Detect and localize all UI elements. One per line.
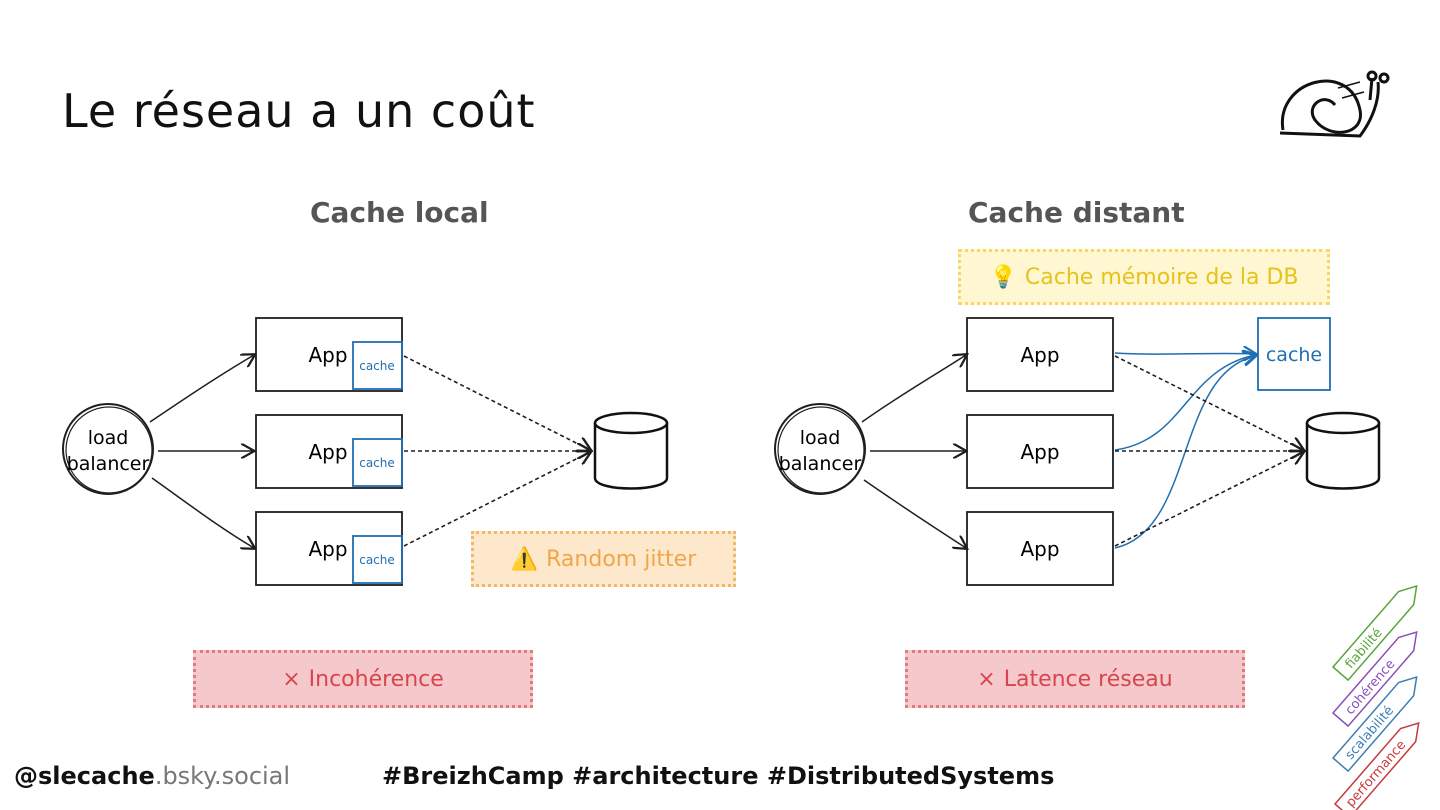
cache-label: cache	[359, 553, 395, 567]
local-lb-arrows	[149, 355, 254, 548]
cache-label: cache	[359, 359, 395, 373]
cross-icon: ×	[977, 666, 996, 692]
footer-social-handle: @slecache.bsky.social	[14, 762, 290, 790]
local-app-2: App cache	[255, 414, 403, 489]
app-label: App	[1020, 537, 1059, 561]
incoherence-problem-note: × Incohérence	[193, 650, 533, 708]
warning-icon: ⚠️	[510, 546, 539, 572]
app-label: App	[1020, 343, 1059, 367]
remote-cache-node: cache	[1257, 317, 1331, 391]
local-database-icon	[593, 411, 669, 490]
cross-icon: ×	[282, 666, 301, 692]
local-app-1: App cache	[255, 317, 403, 392]
remote-app-1: App	[966, 317, 1114, 392]
quality-tags: fiabilité cohérence scalabilité performa…	[1331, 584, 1420, 810]
remote-cache-label: cache	[1266, 344, 1322, 366]
incoherence-text: Incohérence	[308, 666, 444, 692]
remote-db-links	[1114, 355, 1303, 547]
lb-label-line2: balancer	[67, 453, 150, 475]
footer-hashtags: #BreizhCamp #architecture #DistributedSy…	[382, 762, 1055, 790]
remote-app-3: App	[966, 511, 1114, 586]
remote-database-icon	[1305, 411, 1381, 490]
network-latency-text: Latence réseau	[1003, 666, 1173, 692]
footer-handle-name: @slecache	[14, 762, 155, 790]
remote-cache-heading: Cache distant	[968, 196, 1185, 229]
remote-app-2: App	[966, 414, 1114, 489]
local-db-links	[403, 355, 590, 547]
cache-label: cache	[359, 456, 395, 470]
lb-label-line1: load	[88, 427, 129, 449]
lb-label-line1: load	[800, 427, 841, 449]
lightbulb-icon: 💡	[989, 264, 1017, 290]
local-cache-heading: Cache local	[310, 196, 489, 229]
remote-load-balancer: load balancer	[774, 403, 866, 495]
db-memory-cache-note: 💡 Cache mémoire de la DB	[958, 249, 1330, 305]
tag-reliability: fiabilité	[1331, 584, 1418, 682]
snail-icon	[1279, 70, 1390, 138]
remote-lb-arrows	[861, 355, 966, 548]
network-latency-problem-note: × Latence réseau	[905, 650, 1245, 708]
remote-cache-links	[1114, 353, 1255, 549]
footer-handle-domain: .bsky.social	[154, 762, 291, 790]
slide-title: Le réseau a un coût	[62, 84, 536, 138]
random-jitter-text: Random jitter	[546, 546, 697, 572]
app-label: App	[308, 537, 347, 561]
app-label: App	[1020, 440, 1059, 464]
lb-label-line2: balancer	[779, 453, 862, 475]
app-label: App	[308, 440, 347, 464]
local-load-balancer: load balancer	[62, 403, 154, 495]
random-jitter-note: ⚠️ Random jitter	[471, 531, 736, 587]
db-memory-cache-text: Cache mémoire de la DB	[1024, 264, 1299, 290]
local-app-3: App cache	[255, 511, 403, 586]
app-label: App	[308, 343, 347, 367]
